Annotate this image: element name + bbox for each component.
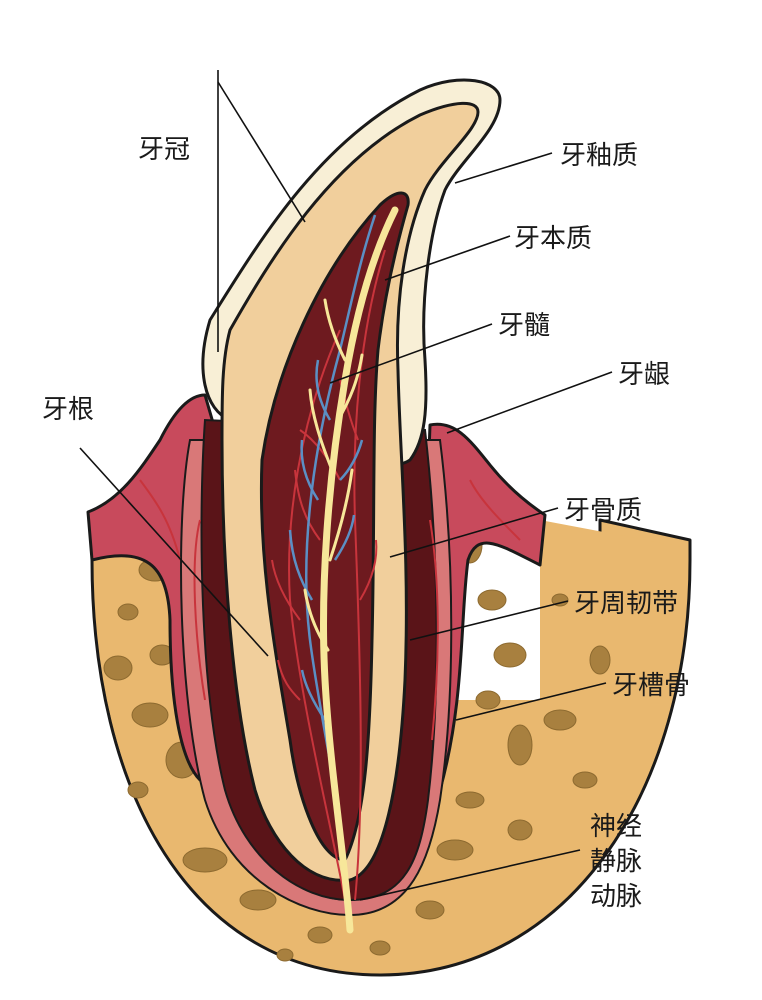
leader-lines [79, 70, 613, 901]
label-vein: 静脉 [590, 847, 642, 877]
pulp-cavity [259, 191, 410, 862]
label-ligament: 牙周韧带 [574, 589, 678, 619]
label-gum: 牙龈 [618, 360, 670, 390]
gum-right [418, 422, 547, 792]
label-dentin: 牙本质 [514, 224, 592, 254]
label-crown: 牙冠 [138, 135, 190, 165]
label-pulp: 牙髓 [498, 311, 550, 341]
label-artery: 动脉 [590, 882, 642, 912]
arteries [139, 249, 521, 901]
nerve-bundle [303, 206, 399, 934]
label-root: 牙根 [42, 395, 94, 425]
label-nerve: 神经 [590, 812, 642, 842]
label-alveolar-bone: 牙槽骨 [612, 671, 690, 701]
label-enamel: 牙釉质 [560, 141, 638, 171]
label-cementum: 牙骨质 [564, 496, 642, 526]
